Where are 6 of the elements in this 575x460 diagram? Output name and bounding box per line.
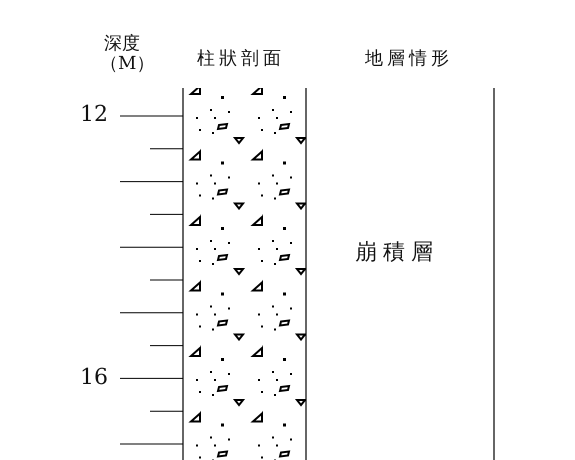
column-header: 地層情形 (365, 48, 453, 70)
column-header: 柱狀剖面 (197, 48, 285, 70)
column-header: 深度（M） (100, 34, 144, 74)
depth-value: 16 (80, 365, 108, 392)
layer-name: 崩積層 (355, 240, 439, 266)
depth-value: 12 (80, 102, 108, 128)
